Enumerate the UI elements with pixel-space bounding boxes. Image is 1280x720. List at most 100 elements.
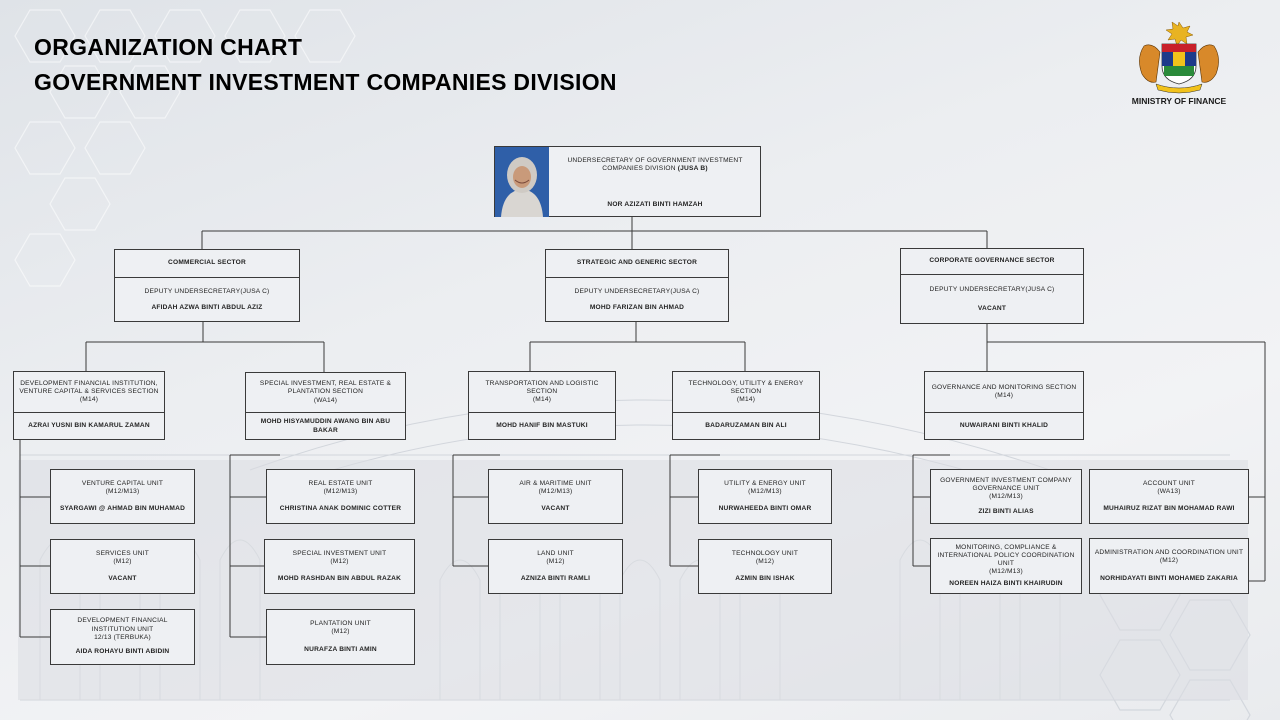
venture-capital-unit-title: VENTURE CAPITAL UNIT: [81, 479, 164, 487]
gic-governance-unit-box: GOVERNMENT INVESTMENT COMPANY GOVERNANCE…: [930, 469, 1082, 524]
plantation-unit-holder: NURAFZA BINTI AMIN: [304, 645, 377, 653]
governance-section-box: GOVERNANCE AND MONITORING SECTION (M14) …: [924, 371, 1084, 440]
services-unit-grade: (M12): [113, 558, 132, 565]
services-unit-title: SERVICES UNIT: [95, 549, 150, 557]
gic-governance-unit-title: GOVERNMENT INVESTMENT COMPANY GOVERNANCE…: [940, 477, 1072, 493]
technology-unit-title: TECHNOLOGY UNIT: [731, 549, 799, 557]
utility-energy-unit-holder: NURWAHEEDA BINTI OMAR: [718, 505, 812, 512]
special-investment-unit-box: SPECIAL INVESTMENT UNIT(M12) MOHD RASHDA…: [264, 539, 415, 594]
land-unit-box: LAND UNIT(M12) AZNIZA BINTI RAMLI: [488, 539, 623, 594]
land-unit-holder: AZNIZA BINTI RAMLI: [520, 575, 591, 582]
monitoring-compliance-unit-box: MONITORING, COMPLIANCE & INTERNATIONAL P…: [930, 538, 1082, 594]
utility-energy-unit-title: UTILITY & ENERGY UNIT: [724, 479, 806, 487]
plantation-unit-box: PLANTATION UNIT(M12) NURAFZA BINTI AMIN: [266, 609, 415, 665]
commercial-sector-box: COMMERCIAL SECTOR DEPUTY UNDERSECRETARY(…: [114, 249, 300, 322]
strategic-sector-name: STRATEGIC AND GENERIC SECTOR: [576, 259, 698, 267]
land-unit-title: LAND UNIT: [537, 549, 574, 557]
special-section-grade: (WA14): [313, 396, 338, 404]
corporate-sector-box: CORPORATE GOVERNANCE SECTOR DEPUTY UNDER…: [900, 248, 1084, 324]
admin-coordination-unit-holder: NORHIDAYATI BINTI MOHAMED ZAKARIA: [1100, 574, 1238, 582]
technology-unit-grade: (M12): [755, 558, 775, 565]
technology-section-grade: (M14): [736, 396, 756, 404]
division-title: GOVERNMENT INVESTMENT COMPANIES DIVISION: [34, 69, 617, 95]
real-estate-unit-grade: (M12/M13): [323, 488, 358, 495]
admin-coordination-unit-grade: (M12): [1159, 557, 1179, 565]
dfi-unit-holder: AIDA ROHAYU BINTI ABIDIN: [75, 648, 170, 656]
governance-section-title: GOVERNANCE AND MONITORING SECTION: [931, 383, 1077, 391]
monitoring-compliance-unit-title: MONITORING, COMPLIANCE & INTERNATIONAL P…: [937, 543, 1075, 568]
technology-unit-holder: AZMIN BIN ISHAK: [735, 575, 795, 582]
land-unit-grade: (M12): [546, 558, 565, 565]
gic-governance-unit-grade: (M12/M13): [989, 493, 1023, 501]
dfi-section-box: DEVELOPMENT FINANCIAL INSTITUTION, VENTU…: [13, 371, 165, 440]
account-unit-title: ACCOUNT UNIT: [1142, 479, 1196, 487]
commercial-sector-name: COMMERCIAL SECTOR: [168, 259, 246, 267]
transport-section-box: TRANSPORTATION AND LOGISTIC SECTION (M14…: [468, 371, 616, 440]
technology-unit-box: TECHNOLOGY UNIT(M12) AZMIN BIN ISHAK: [698, 539, 832, 594]
undersecretary-grade: (JUSA B): [677, 165, 708, 173]
commercial-sector-role: DEPUTY UNDERSECRETARY: [144, 287, 241, 295]
air-maritime-unit-box: AIR & MARITIME UNIT(M12/M13) VACANT: [488, 469, 623, 524]
air-maritime-unit-title: AIR & MARITIME UNIT: [519, 479, 592, 487]
account-unit-box: ACCOUNT UNIT(WA13) MUHAIRUZ RIZAT BIN MO…: [1089, 469, 1249, 524]
services-unit-holder: VACANT: [108, 575, 137, 582]
corporate-sector-name: CORPORATE GOVERNANCE SECTOR: [929, 257, 1055, 265]
account-unit-holder: MUHAIRUZ RIZAT BIN MOHAMAD RAWI: [1103, 505, 1235, 512]
special-investment-unit-holder: MOHD RASHDAN BIN ABDUL RAZAK: [277, 575, 402, 582]
ministry-label: MINISTRY OF FINANCE: [1131, 96, 1227, 106]
account-unit-grade: (WA13): [1157, 488, 1181, 495]
coat-of-arms-logo: [1139, 21, 1219, 94]
venture-capital-unit-holder: SYARGAWI @ AHMAD BIN MUHAMAD: [59, 505, 186, 512]
corporate-sector-holder: VACANT: [977, 304, 1007, 312]
governance-section-holder: NUWAIRANI BINTI KHALID: [925, 412, 1083, 440]
special-section-box: SPECIAL INVESTMENT, REAL ESTATE & PLANTA…: [245, 372, 406, 440]
technology-section-holder: BADARUZAMAN BIN ALI: [673, 412, 819, 440]
chart-title: ORGANIZATION CHART: [34, 34, 303, 60]
transport-section-holder: MOHD HANIF BIN MASTUKI: [469, 412, 615, 440]
dfi-section-title: DEVELOPMENT FINANCIAL INSTITUTION, VENTU…: [19, 379, 159, 395]
real-estate-unit-box: REAL ESTATE UNIT(M12/M13) CHRISTINA ANAK…: [266, 469, 415, 524]
air-maritime-unit-holder: VACANT: [541, 505, 570, 512]
corporate-sector-grade: (JUSA C): [1025, 286, 1055, 294]
services-unit-box: SERVICES UNIT(M12) VACANT: [50, 539, 195, 594]
undersecretary-info: UNDERSECRETARY OF GOVERNMENT INVESTMENT …: [549, 147, 761, 217]
air-maritime-unit-grade: (M12/M13): [538, 488, 573, 495]
dfi-section-grade: (M14): [79, 396, 99, 404]
transport-section-title: TRANSPORTATION AND LOGISTIC SECTION: [485, 379, 599, 395]
governance-section-grade: (M14): [994, 392, 1014, 399]
plantation-unit-title: PLANTATION UNIT: [310, 620, 371, 628]
transport-section-grade: (M14): [532, 396, 552, 404]
technology-section-title: TECHNOLOGY, UTILITY & ENERGY SECTION: [688, 379, 804, 395]
real-estate-unit-title: REAL ESTATE UNIT: [308, 479, 373, 487]
undersecretary-photo: [495, 147, 549, 217]
monitoring-compliance-unit-holder: NOREEN HAIZA BINTI KHAIRUDIN: [949, 580, 1063, 588]
dfi-unit-title: DEVELOPMENT FINANCIAL INSTITUTION UNIT: [77, 617, 168, 633]
real-estate-unit-holder: CHRISTINA ANAK DOMINIC COTTER: [279, 505, 402, 512]
strategic-sector-holder: MOHD FARIZAN BIN AHMAD: [589, 304, 685, 312]
commercial-sector-grade: (JUSA C): [240, 287, 270, 295]
dfi-section-holder: AZRAI YUSNI BIN KAMARUL ZAMAN: [14, 412, 164, 440]
venture-capital-unit-box: VENTURE CAPITAL UNIT(M12/M13) SYARGAWI @…: [50, 469, 195, 524]
admin-coordination-unit-title: ADMINISTRATION AND COORDINATION UNIT: [1094, 549, 1244, 557]
venture-capital-unit-grade: (M12/M13): [105, 488, 140, 495]
special-investment-unit-grade: (M12): [330, 558, 349, 565]
undersecretary-title: UNDERSECRETARY OF GOVERNMENT INVESTMENT …: [567, 157, 743, 173]
technology-section-box: TECHNOLOGY, UTILITY & ENERGY SECTION (M1…: [672, 371, 820, 440]
admin-coordination-unit-box: ADMINISTRATION AND COORDINATION UNIT(M12…: [1089, 538, 1249, 594]
strategic-sector-role: DEPUTY UNDERSECRETARY: [574, 287, 671, 295]
undersecretary-holder: NOR AZIZATI BINTI HAMZAH: [607, 200, 703, 208]
commercial-sector-holder: AFIDAH AZWA BINTI ABDUL AZIZ: [151, 304, 263, 312]
monitoring-compliance-unit-grade: (M12/M13): [989, 568, 1023, 576]
corporate-sector-role: DEPUTY UNDERSECRETARY: [929, 286, 1026, 294]
plantation-unit-grade: (M12): [331, 628, 350, 636]
strategic-sector-grade: (JUSA C): [670, 287, 700, 295]
undersecretary-box: UNDERSECRETARY OF GOVERNMENT INVESTMENT …: [494, 146, 761, 217]
gic-governance-unit-holder: ZIZI BINTI ALIAS: [978, 507, 1034, 515]
utility-energy-unit-box: UTILITY & ENERGY UNIT(M12/M13) NURWAHEED…: [698, 469, 832, 524]
dfi-unit-grade: 12/13 (TERBUKA): [94, 633, 151, 641]
special-investment-unit-title: SPECIAL INVESTMENT UNIT: [292, 549, 387, 557]
strategic-sector-box: STRATEGIC AND GENERIC SECTOR DEPUTY UNDE…: [545, 249, 729, 322]
special-section-title: SPECIAL INVESTMENT, REAL ESTATE & PLANTA…: [259, 380, 392, 396]
